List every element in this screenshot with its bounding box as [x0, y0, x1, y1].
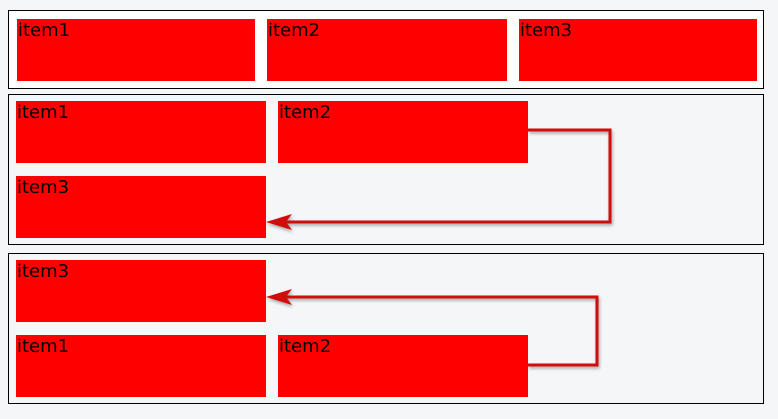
flex-item: item3	[16, 176, 266, 238]
flex-item: item3	[519, 19, 757, 81]
flex-item: item2	[278, 101, 528, 163]
flex-item: item1	[16, 335, 266, 397]
container-wrap-reverse-layout: item3 item1 item2	[8, 253, 764, 404]
flex-item: item1	[17, 19, 255, 81]
flex-item: item2	[278, 335, 528, 397]
flex-item: item2	[267, 19, 507, 81]
flex-item: item1	[16, 101, 266, 163]
flex-item: item3	[16, 260, 266, 322]
container-wrap-layout: item1 item2 item3	[8, 94, 764, 245]
container-row-layout: item1 item2 item3	[8, 10, 764, 89]
